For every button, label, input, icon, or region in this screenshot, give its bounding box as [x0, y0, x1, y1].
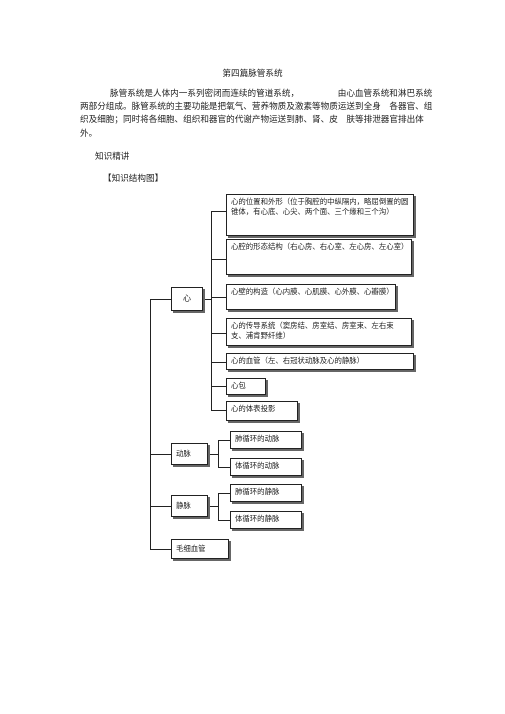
systemic-vein-node: 体循环的静脉	[230, 511, 302, 529]
artery-to-branch-line	[208, 454, 219, 456]
structure-diagram-heading: 【知识结构图】	[103, 174, 164, 184]
heart-wall-node: 心壁的构造（心内膜、心肌膜、心外膜、心瓣膜）	[226, 284, 396, 310]
artery-child-1-line	[218, 440, 230, 442]
intro-line-3: 织及细胞；同时将各细胞、组织和器官的代谢产物运送到肺、肾、皮 肤等排泄器官排出体	[80, 115, 424, 125]
vein-node: 静脉	[171, 495, 208, 517]
trunk-to-capillary-line	[150, 549, 171, 551]
heart-branch-vertical-line	[211, 211, 213, 410]
vein-branch-vertical-line	[218, 493, 220, 521]
vein-to-branch-line	[208, 506, 219, 508]
heart-child-4-line	[211, 333, 226, 335]
artery-branch-vertical-line	[218, 440, 220, 468]
vein-child-1-line	[218, 493, 230, 495]
heart-conduction-node: 心的传导系统（窦房结、房室结、房室束、左右束支、浦肯野纤维）	[226, 318, 412, 346]
heart-position-shape-node: 心的位置和外形（位于胸腔的中纵隔内，略屈倒置的圆锥体，有心底、心尖、两个面、三个…	[226, 194, 414, 236]
trunk-to-artery-line	[150, 454, 171, 456]
intro-line-2: 两部分组成。脉管系统的主要功能是把氧气、营养物质及激素等物质运送到全身 各器官、…	[80, 102, 433, 112]
heart-vessels-node: 心的血管（左、右冠状动脉及心的静脉）	[226, 353, 414, 370]
capillary-node: 毛细血管	[171, 539, 229, 559]
heart-to-branch-line	[203, 299, 212, 301]
section-heading: 知识精讲	[95, 152, 130, 162]
heart-node: 心	[171, 287, 203, 311]
artery-node: 动脉	[171, 443, 208, 465]
systemic-artery-node: 体循环的动脉	[230, 458, 302, 476]
intro-line-1: 脉管系统是人体内一系列密闭而连续的管道系统， 由心血管系统和淋巴系统	[110, 89, 433, 99]
heart-surface-projection-node: 心的体表投影	[226, 401, 298, 421]
artery-child-2-line	[218, 467, 230, 469]
pericardium-node: 心包	[226, 378, 266, 395]
heart-child-2-line	[211, 259, 226, 261]
heart-child-5-line	[211, 362, 226, 364]
vein-child-2-line	[218, 520, 230, 522]
heart-child-1-line	[211, 211, 226, 213]
pulmonary-vein-node: 肺循环的静脉	[230, 484, 302, 502]
heart-child-6-line	[211, 386, 226, 388]
pulmonary-artery-node: 肺循环的动脉	[230, 431, 302, 449]
main-trunk-line	[150, 299, 152, 549]
trunk-to-vein-line	[150, 506, 171, 508]
page-title: 第四篇脉管系统	[222, 69, 283, 79]
heart-child-7-line	[211, 410, 226, 412]
intro-line-4: 外。	[80, 129, 98, 139]
heart-child-3-line	[211, 297, 226, 299]
heart-chambers-node: 心腔的形态结构（右心房、右心室、左心房、左心室）	[226, 239, 412, 275]
trunk-to-heart-line	[150, 299, 171, 301]
